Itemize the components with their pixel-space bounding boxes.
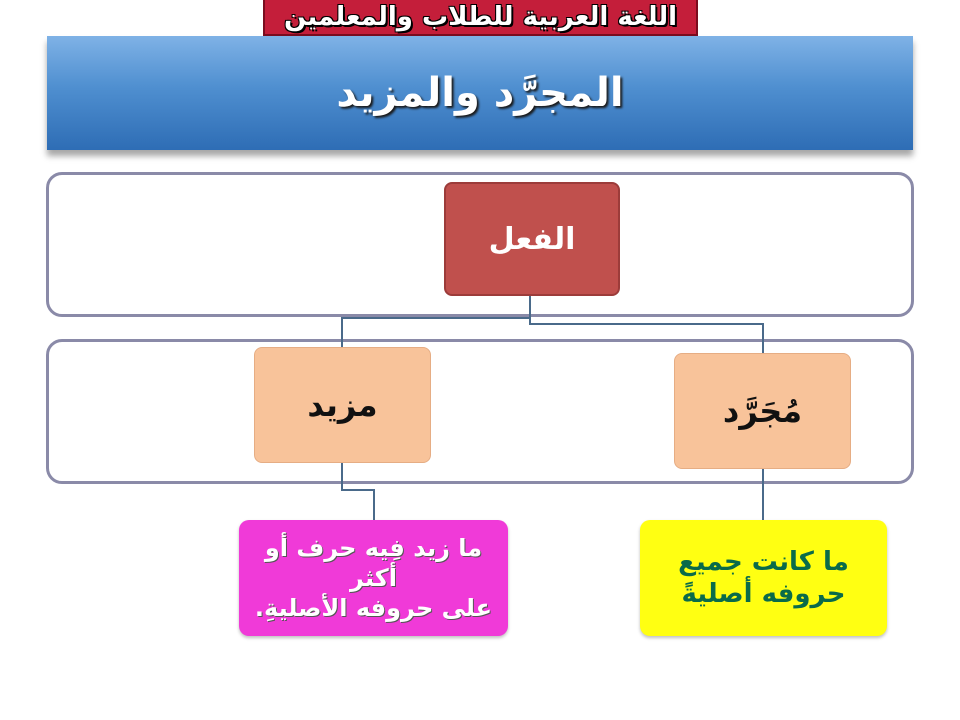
mujarrad-node: مُجَرَّد <box>674 353 851 469</box>
connector-root-to-mujarrad <box>529 296 764 353</box>
mujarrad-definition-line-1: ما كانت جميع <box>678 546 849 577</box>
mazid-label: مزيد <box>307 386 378 424</box>
mujarrad-definition-line-2: حروفه أصليةً <box>681 579 846 609</box>
mujarrad-definition-text: ما كانت جميع حروفه أصليةً <box>678 546 849 611</box>
verb-root-node: الفعل <box>444 182 620 296</box>
connector-root-to-mazid <box>341 296 531 347</box>
mujarrad-definition-box: ما كانت جميع حروفه أصليةً <box>640 520 887 636</box>
verb-root-label: الفعل <box>488 221 576 257</box>
top-banner: اللغة العربية للطلاب والمعلمين <box>263 0 698 36</box>
mazid-definition-box: ما زيد فِيه حرف أو أكثر على حروفه الأصلي… <box>239 520 508 636</box>
mazid-definition-line-1: ما زيد فِيه حرف أو أكثر <box>264 534 483 592</box>
page-title: المجرَّد والمزيد <box>336 70 624 116</box>
mujarrad-label: مُجَرَّد <box>722 392 803 430</box>
mazid-node: مزيد <box>254 347 431 463</box>
connector-mazid-to-definition <box>341 463 375 520</box>
mazid-definition-line-2: على حروفه الأصليةِ. <box>254 594 493 622</box>
title-bar: المجرَّد والمزيد <box>47 36 913 150</box>
mazid-definition-text: ما زيد فِيه حرف أو أكثر على حروفه الأصلي… <box>239 533 508 623</box>
banner-text: اللغة العربية للطلاب والمعلمين <box>283 2 678 32</box>
